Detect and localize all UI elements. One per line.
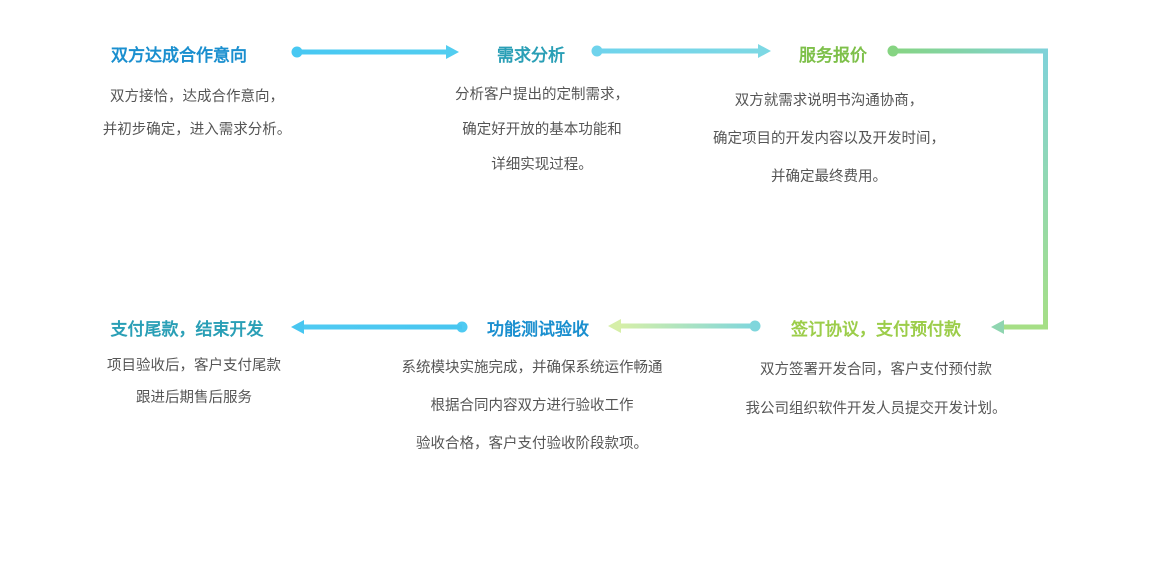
step-3-line-3: 并确定最终费用。 [771,169,887,185]
step-3-title: 服务报价 [799,46,867,66]
step-2-title: 需求分析 [497,46,565,66]
step-5-line-1: 系统模块实施完成，并确保系统运作畅通 [401,360,663,376]
step-6-line-2: 跟进后期售后服务 [136,390,252,406]
arrow-2-to-3 [591,44,771,58]
step-6-line-1: 项目验收后，客户支付尾款 [107,358,281,374]
arrow-1-to-2 [291,45,459,59]
step-3-line-1: 双方就需求说明书沟通协商， [734,93,924,109]
step-5-line-3: 验收合格，客户支付验收阶段款项。 [416,436,648,452]
step-1-line-2: 并初步确定，进入需求分析。 [102,122,292,138]
step-4-line-1: 双方签署开发合同，客户支付预付款 [760,362,992,378]
arrow-3-to-4 [887,45,1048,334]
step-2-line-1: 分析客户提出的定制需求， [455,87,629,103]
step-2-line-2: 确定好开放的基本功能和 [462,122,622,138]
step-1-description: 双方接恰，达成合作意向， 并初步确定，进入需求分析。 [103,81,292,147]
step-5-line-2: 根据合同内容双方进行验收工作 [430,398,634,414]
step-2-line-3: 详细实现过程。 [491,157,593,173]
arrow-4-to-5 [608,319,761,333]
step-2-description: 分析客户提出的定制需求， 确定好开放的基本功能和 详细实现过程。 [455,78,629,183]
step-3-description: 双方就需求说明书沟通协商， 确定项目的开发内容以及开发时间， 并确定最终费用。 [713,82,945,196]
step-4-title: 签订协议，支付预付款 [791,320,961,340]
step-5-description: 系统模块实施完成，并确保系统运作畅通 根据合同内容双方进行验收工作 验收合格，客… [402,349,663,463]
step-5-title: 功能测试验收 [487,320,589,340]
arrow-5-to-6 [291,320,468,334]
step-6-description: 项目验收后，客户支付尾款 跟进后期售后服务 [107,350,281,414]
step-1-line-1: 双方接恰，达成合作意向， [110,89,284,105]
step-4-line-2: 我公司组织软件开发人员提交开发计划。 [745,401,1007,417]
step-1-title: 双方达成合作意向 [111,46,247,66]
step-6-title: 支付尾款，结束开发 [110,320,264,340]
step-3-line-2: 确定项目的开发内容以及开发时间， [713,131,945,147]
step-4-description: 双方签署开发合同，客户支付预付款 我公司组织软件开发人员提交开发计划。 [746,351,1007,429]
